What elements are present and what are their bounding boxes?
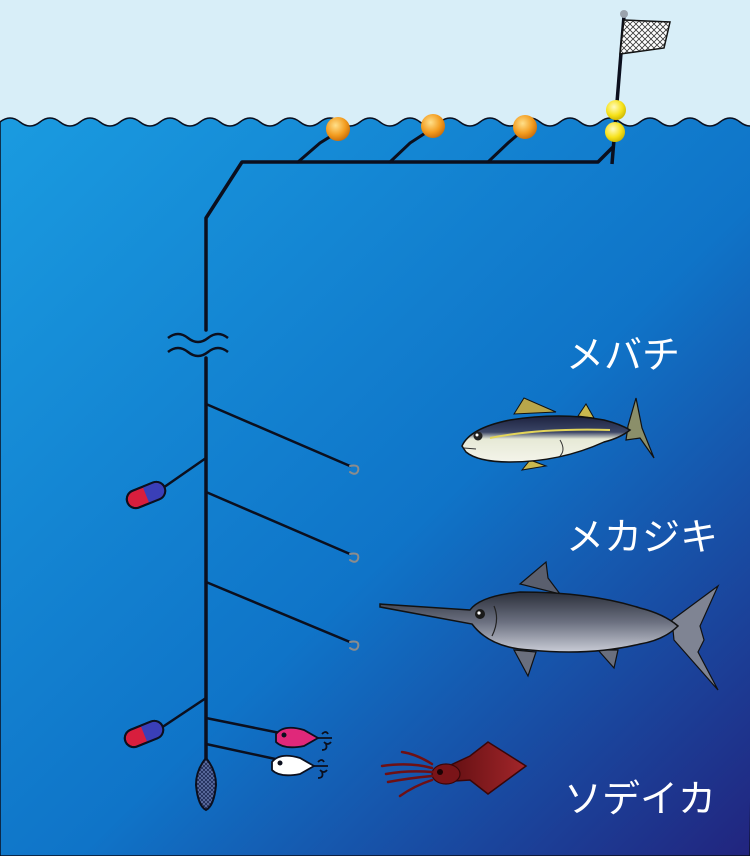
sea: [0, 117, 750, 856]
branch-lines: [156, 402, 352, 762]
orange-float-icon: [326, 117, 350, 141]
main-line: [204, 146, 614, 762]
label-diamond-squid: ソデイカ: [564, 777, 716, 821]
orange-float-icon: [513, 115, 537, 139]
line-break-icon: [167, 332, 229, 358]
hook-icon: [349, 640, 360, 651]
sky: [0, 0, 750, 130]
hook-icon: [349, 464, 360, 475]
flag-buoy-icon: [605, 10, 671, 165]
lure-icon: [271, 754, 328, 779]
orange-float-icon: [421, 114, 445, 138]
light-stick-icon: [123, 719, 165, 749]
squid-icon: [380, 741, 528, 798]
label-swordfish: メカジキ: [566, 515, 718, 559]
swordfish-icon: [379, 560, 720, 691]
sinker-icon: [194, 756, 218, 812]
tuna-icon: [461, 397, 655, 471]
light-stick-icon: [125, 480, 167, 510]
lure-icon: [275, 726, 332, 751]
hook-icon: [349, 552, 360, 563]
label-bigeye-tuna: メバチ: [566, 333, 680, 377]
